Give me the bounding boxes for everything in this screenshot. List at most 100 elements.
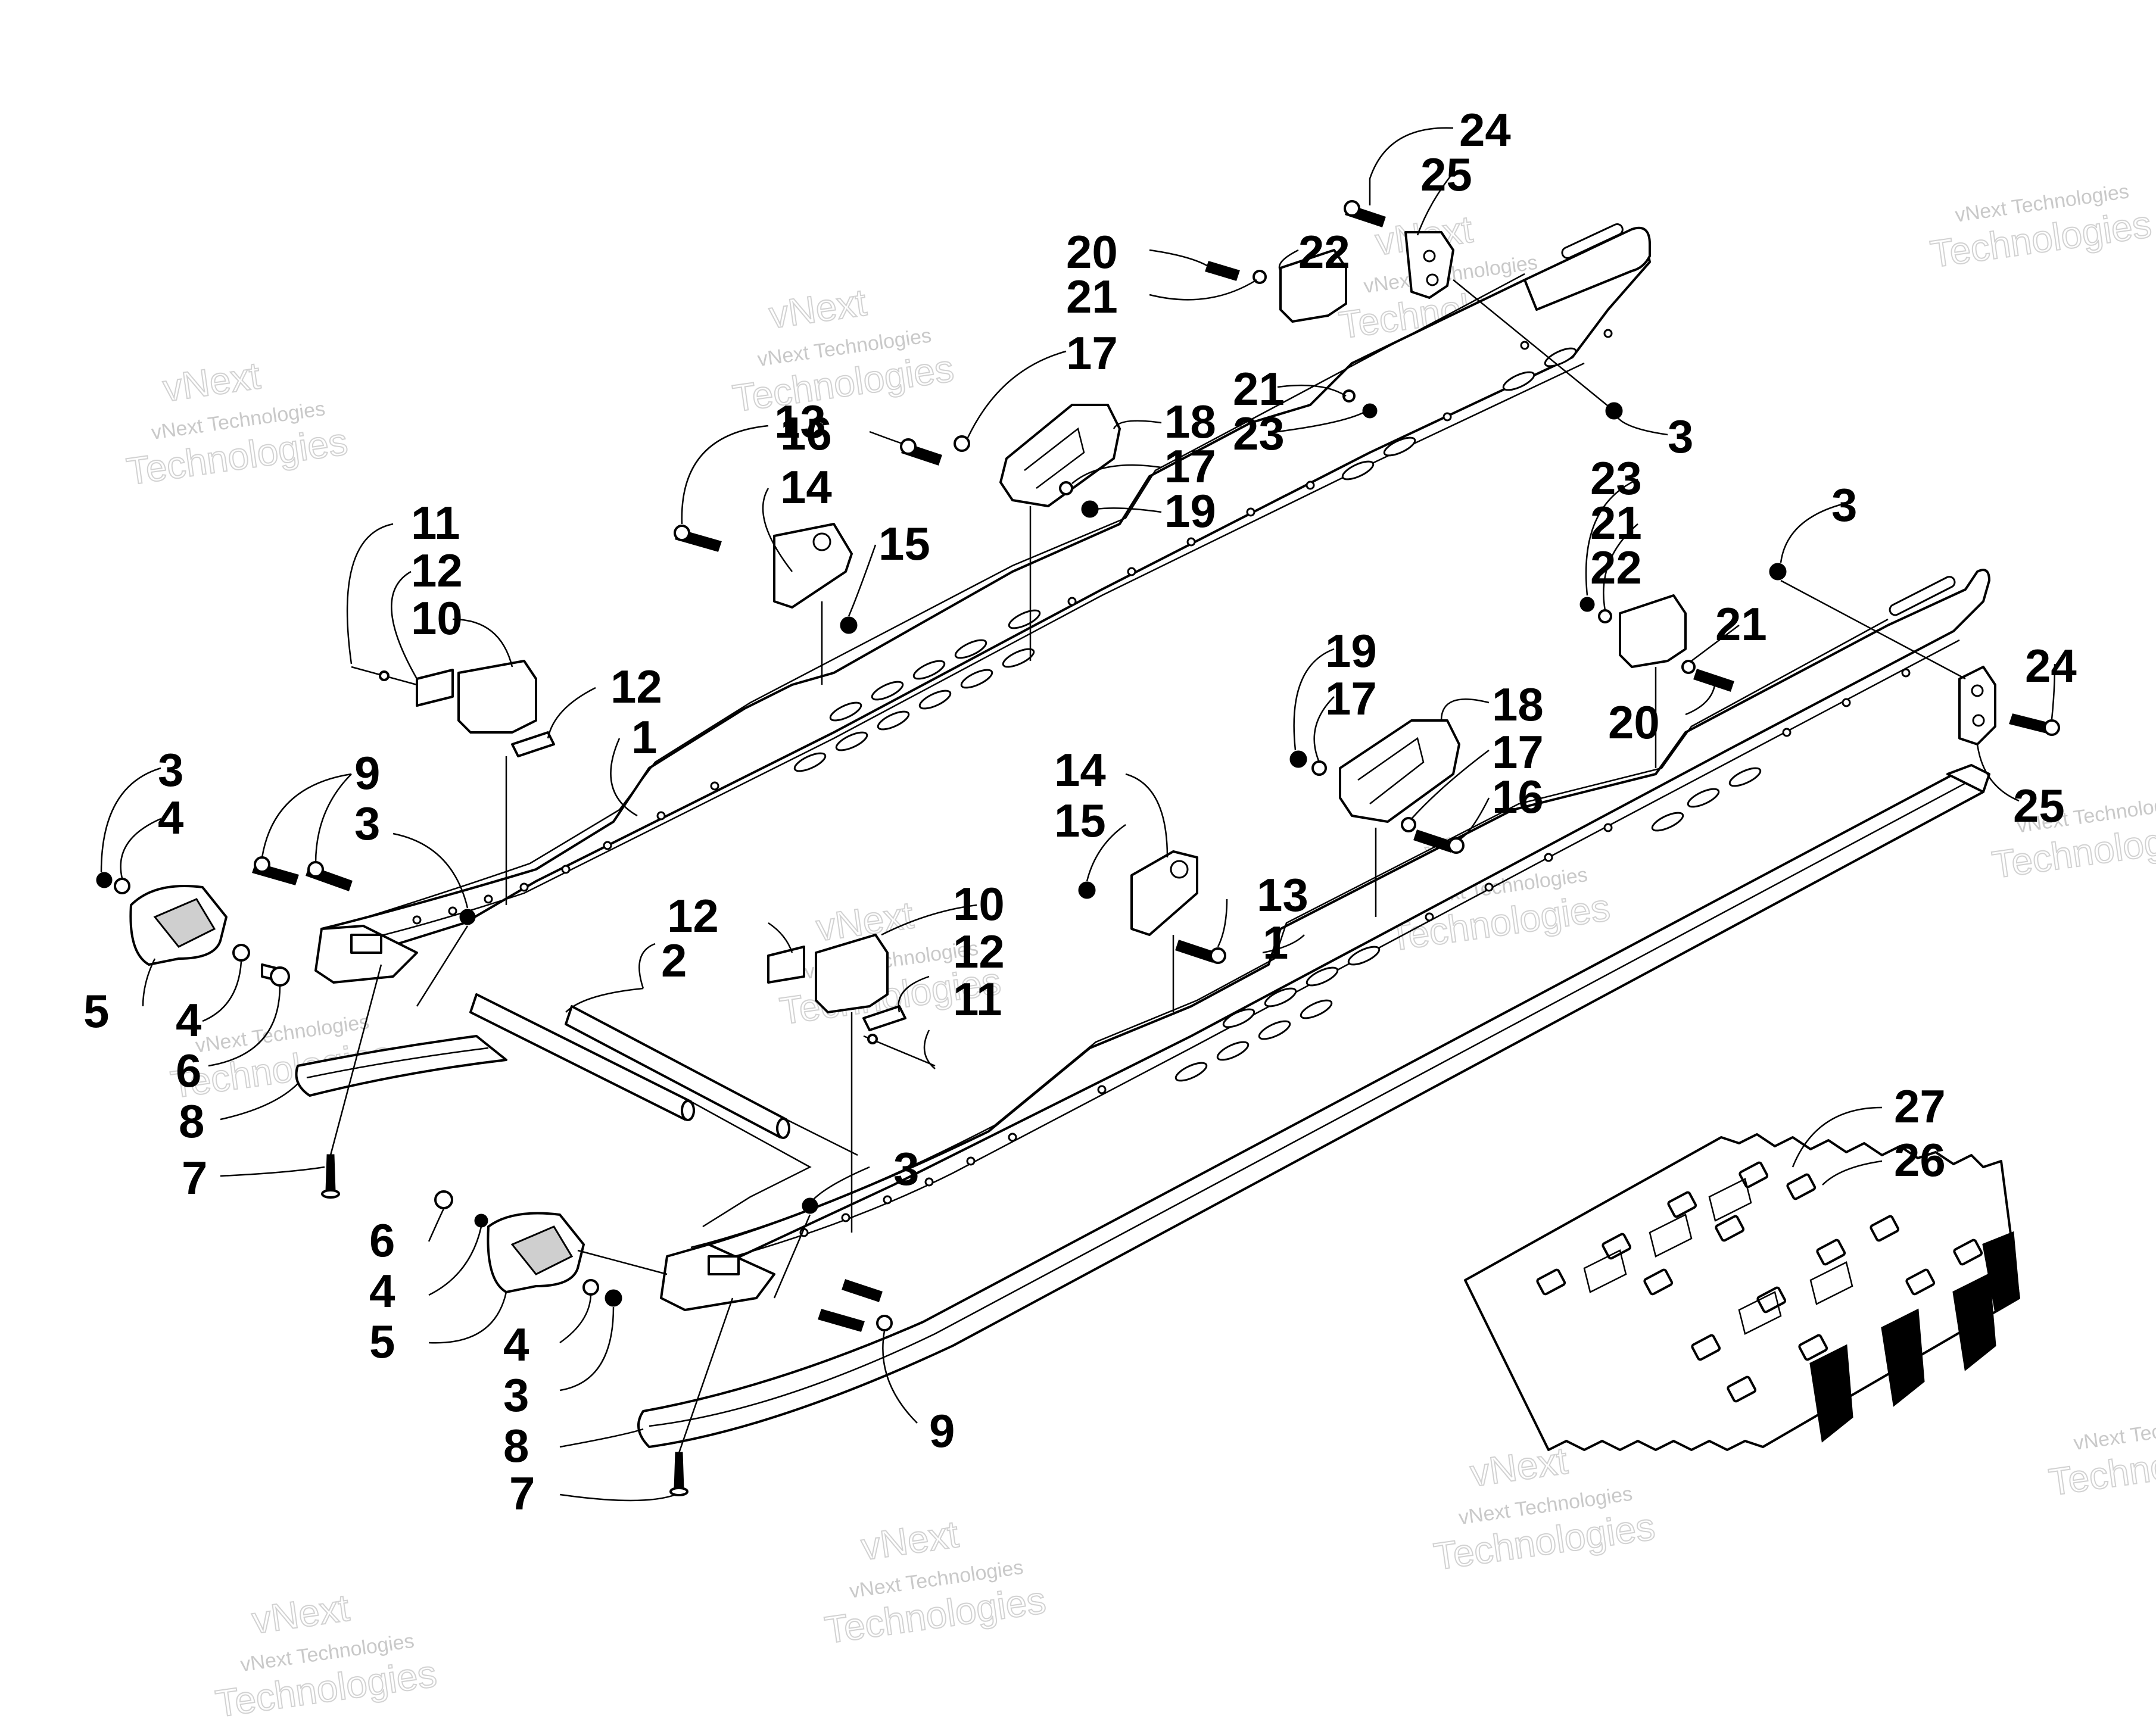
screw-icon	[325, 1154, 336, 1192]
callout-1: 1	[1263, 916, 1288, 969]
wear-strip-long-rear-profile	[1946, 764, 1990, 793]
watermark-4: vNext Technologies Technologies	[1927, 180, 2155, 276]
block-10-lower	[815, 934, 889, 1013]
block-22-upper	[1279, 249, 1347, 323]
bumper-lower-insert	[510, 1225, 574, 1275]
upper-rail-front-tip	[314, 925, 418, 984]
bracket-25-lower	[1958, 666, 1996, 745]
wear-strip-long-groove	[649, 779, 1972, 1427]
callout-5: 5	[83, 985, 109, 1037]
bolt-head-icon	[1210, 947, 1226, 964]
wear-strip-short-groove	[306, 1047, 489, 1079]
bolt-icon	[1205, 261, 1240, 281]
lower-rail-rear-slot	[1889, 576, 1956, 616]
callout-4: 4	[369, 1265, 395, 1317]
callout-19: 19	[1164, 485, 1216, 537]
callout-14: 14	[1054, 744, 1106, 796]
watermark-text: vNext	[767, 280, 869, 336]
callout-25: 25	[1420, 148, 1472, 201]
callout-21: 21	[1590, 497, 1642, 549]
lower-rear-block-assembly	[1579, 594, 1734, 692]
track-lugs	[1809, 1231, 2020, 1443]
watermark-8: vNext Technologies Technologies	[1989, 791, 2156, 887]
screw-upper	[321, 1154, 340, 1199]
callout-12: 12	[953, 925, 1005, 978]
callout-12: 12	[667, 890, 719, 942]
cross-shaft-1-end	[681, 1100, 695, 1121]
screw-head-icon	[669, 1487, 688, 1496]
callout-25: 25	[2013, 779, 2065, 832]
callout-15: 15	[1054, 794, 1106, 847]
pulley-housing-18-upper	[999, 404, 1121, 507]
pulley-housing-detail	[1357, 737, 1425, 804]
screw-icon	[674, 1452, 684, 1490]
callout-9: 9	[929, 1405, 955, 1457]
bolt-head-icon	[1448, 837, 1465, 854]
bolt-icon	[818, 1309, 865, 1332]
watermark-11: vNext Technologies Technologies vNext	[1431, 1438, 1658, 1578]
bumper-upper	[96, 872, 290, 987]
lower-rail-bracket-14	[1078, 850, 1226, 964]
callout-10: 10	[411, 592, 463, 644]
upper-rail-inner-edge	[357, 273, 1525, 921]
callout-21: 21	[1066, 270, 1118, 323]
nut-icon	[1362, 403, 1378, 419]
bolt-icon	[1413, 829, 1454, 853]
washer-icon	[1342, 389, 1356, 403]
callout-21: 21	[1715, 598, 1767, 650]
watermark-2: vNext Technologies Technologies vNext	[730, 280, 957, 420]
callout-3: 3	[354, 797, 380, 850]
wear-strip-long-body	[637, 770, 1984, 1448]
callout-23: 23	[1233, 407, 1285, 460]
lower-rear-bracket-25	[1769, 563, 2060, 745]
bolt-head-icon	[876, 1315, 893, 1331]
callout-22: 22	[1298, 226, 1350, 278]
upper-rear-bracket-25	[1344, 200, 1623, 420]
lower-slide-rail	[660, 569, 1990, 1311]
callout-24: 24	[2025, 639, 2077, 692]
washer-icon	[1681, 660, 1696, 674]
bolt-head-icon	[434, 1190, 453, 1209]
pulley-housing-detail	[1024, 427, 1085, 489]
pin-11-head	[867, 1034, 878, 1044]
bolt-head-icon	[307, 861, 324, 878]
bolt-head-icon	[2043, 719, 2060, 736]
upper-front-block-assembly	[351, 660, 555, 757]
callout-3: 3	[1668, 410, 1693, 463]
upper-wheel-assembly	[900, 404, 1121, 518]
clip-12-lower-b	[862, 1005, 906, 1031]
callout-3: 3	[158, 744, 183, 796]
callout-27: 27	[1894, 1080, 1946, 1133]
upper-rail-bracket-14	[674, 523, 858, 634]
lower-rail-slots	[1174, 767, 1762, 1082]
watermark-text: vNext	[250, 1586, 352, 1642]
callout-2: 2	[661, 934, 687, 987]
callout-13: 13	[774, 395, 826, 448]
callout-24: 24	[1459, 104, 1511, 156]
callout-20: 20	[1066, 226, 1118, 278]
bolt-icon	[2009, 713, 2050, 734]
callout-18: 18	[1164, 395, 1216, 448]
callout-12: 12	[610, 660, 662, 713]
callout-8: 8	[503, 1420, 529, 1472]
washer-icon	[1311, 760, 1327, 776]
bolt-icon	[1175, 940, 1216, 963]
upper-rear-block-assembly	[1205, 249, 1378, 419]
callout-19: 19	[1325, 625, 1377, 677]
callout-11: 11	[953, 973, 1002, 1025]
upper-rail-rear-slot	[1523, 226, 1651, 311]
callout-17: 17	[1492, 726, 1544, 778]
bolt-head-icon	[900, 438, 917, 455]
clip-12-upper-a	[416, 669, 454, 707]
callout-17: 17	[1164, 440, 1216, 492]
callout-15: 15	[878, 517, 930, 570]
bolts-front-lower	[802, 1197, 893, 1332]
watermark-text: vNext	[160, 354, 263, 410]
nut-icon	[96, 872, 113, 888]
lower-rail-tip-bracket	[708, 1255, 740, 1275]
washer-icon	[114, 878, 130, 894]
callout-16: 16	[780, 407, 832, 460]
callout-3: 3	[1831, 479, 1857, 531]
washer-icon	[1401, 817, 1416, 832]
